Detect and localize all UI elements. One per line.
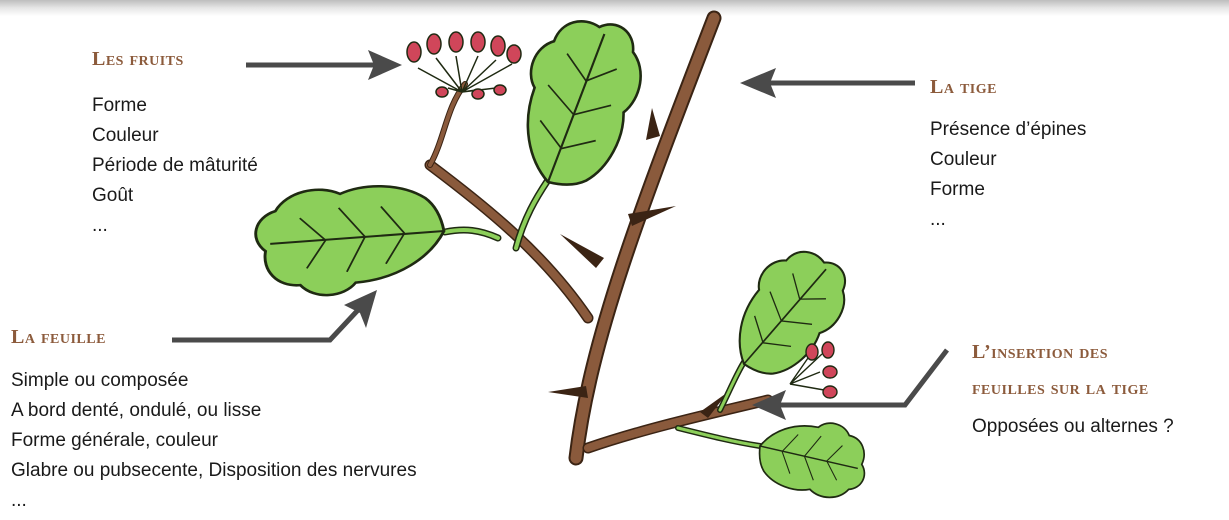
list-item: ... <box>92 211 258 241</box>
fruits-criteria-list: Forme Couleur Période de mâturité Goût .… <box>92 91 258 241</box>
leaf-top <box>496 3 657 201</box>
list-item: Forme générale, couleur <box>11 426 417 456</box>
list-item: ... <box>930 205 1086 235</box>
list-item: Forme <box>92 91 258 121</box>
leaf-left <box>252 179 448 301</box>
list-item: Période de mâturité <box>92 151 258 181</box>
arrow-leaf <box>172 290 377 340</box>
arrow-fruits <box>246 50 402 80</box>
leaf-criteria-list: Simple ou composée A bord denté, ondulé,… <box>11 366 417 516</box>
list-item: Simple ou composée <box>11 366 417 396</box>
list-item: A bord denté, ondulé, ou lisse <box>11 396 417 426</box>
list-item: Couleur <box>92 121 258 151</box>
list-item: Goût <box>92 181 258 211</box>
insertion-heading-line-2: feuilles sur la tige <box>972 370 1149 406</box>
list-item: ... <box>11 486 417 516</box>
leaf-right-lower <box>752 409 873 504</box>
insertion-heading: L’insertion des feuilles sur la tige <box>972 334 1149 406</box>
leaf-right-upper <box>710 232 864 392</box>
insertion-heading-line-1: L’insertion des <box>972 334 1149 370</box>
stem-heading: La tige <box>930 76 997 99</box>
leaf-heading: La feuille <box>11 326 106 349</box>
list-item: Opposées ou alternes ? <box>972 412 1174 442</box>
arrow-stem <box>740 68 915 98</box>
list-item: Forme <box>930 175 1086 205</box>
stem-criteria-list: Présence d’épines Couleur Forme ... <box>930 115 1086 235</box>
list-item: Glabre ou pubsecente, Disposition des ne… <box>11 456 417 486</box>
list-item: Présence d’épines <box>930 115 1086 145</box>
list-item: Couleur <box>930 145 1086 175</box>
fruits-heading: Les fruits <box>92 48 184 71</box>
fruit-cluster-top <box>407 32 521 99</box>
insertion-criteria-list: Opposées ou alternes ? <box>972 412 1174 442</box>
